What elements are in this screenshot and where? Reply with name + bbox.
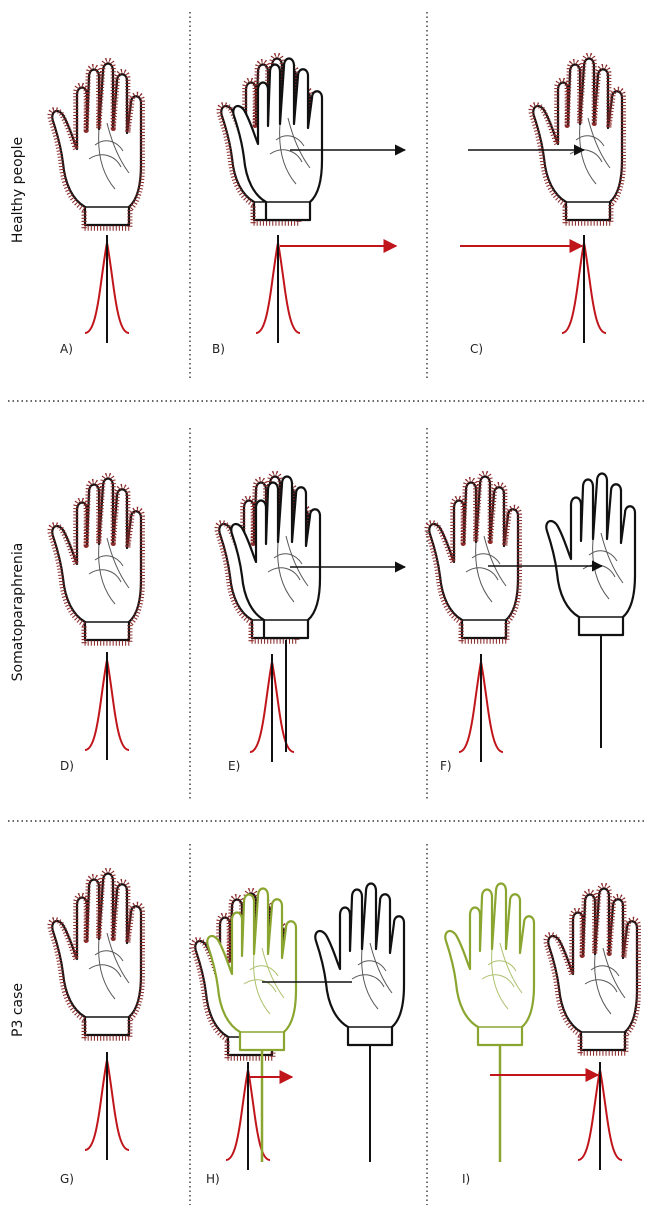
- panel-label-i: I): [462, 1172, 470, 1186]
- panel-i: I): [445, 884, 638, 1187]
- panel-f: F): [427, 473, 635, 773]
- panel-c: C): [460, 55, 623, 356]
- hand-icon: [315, 884, 404, 1046]
- panel-a: A): [50, 60, 142, 356]
- panel-label-d: D): [60, 759, 74, 773]
- response-curve: [85, 652, 129, 760]
- panel-label-g: G): [60, 1172, 74, 1186]
- panel-label-b: B): [212, 342, 225, 356]
- row-title-p3-case: P3 case: [10, 983, 26, 1037]
- panel-label-h: H): [206, 1172, 220, 1186]
- hand-icon: [546, 885, 638, 1053]
- response-curve: [578, 1062, 622, 1170]
- panel-label-f: F): [440, 759, 452, 773]
- hand-icon: [427, 473, 519, 641]
- panel-label-a: A): [60, 342, 73, 356]
- row-title-somatoparaphrenia: Somatoparaphrenia: [10, 543, 26, 682]
- response-curve: [226, 1062, 270, 1170]
- hand-icon: [445, 884, 534, 1046]
- panel-label-e: E): [228, 759, 240, 773]
- response-curve: [85, 235, 129, 343]
- row-title-healthy: Healthy people: [10, 137, 26, 243]
- panel-g: G): [50, 870, 142, 1186]
- response-curve: [256, 235, 300, 343]
- response-curve: [562, 235, 606, 343]
- panel-e: E): [217, 473, 405, 773]
- response-curve: [459, 654, 503, 762]
- panel-label-c: C): [470, 342, 483, 356]
- panel-h: H): [193, 884, 404, 1187]
- response-curve: [85, 1052, 129, 1160]
- response-curve: [250, 654, 294, 762]
- panel-b: B): [212, 55, 405, 356]
- hand-icon: [50, 870, 142, 1038]
- hand-icon: [531, 55, 623, 223]
- hand-icon: [50, 475, 142, 643]
- panel-d: D): [50, 475, 142, 773]
- hand-icon: [50, 60, 142, 228]
- hand-icon: [546, 474, 635, 636]
